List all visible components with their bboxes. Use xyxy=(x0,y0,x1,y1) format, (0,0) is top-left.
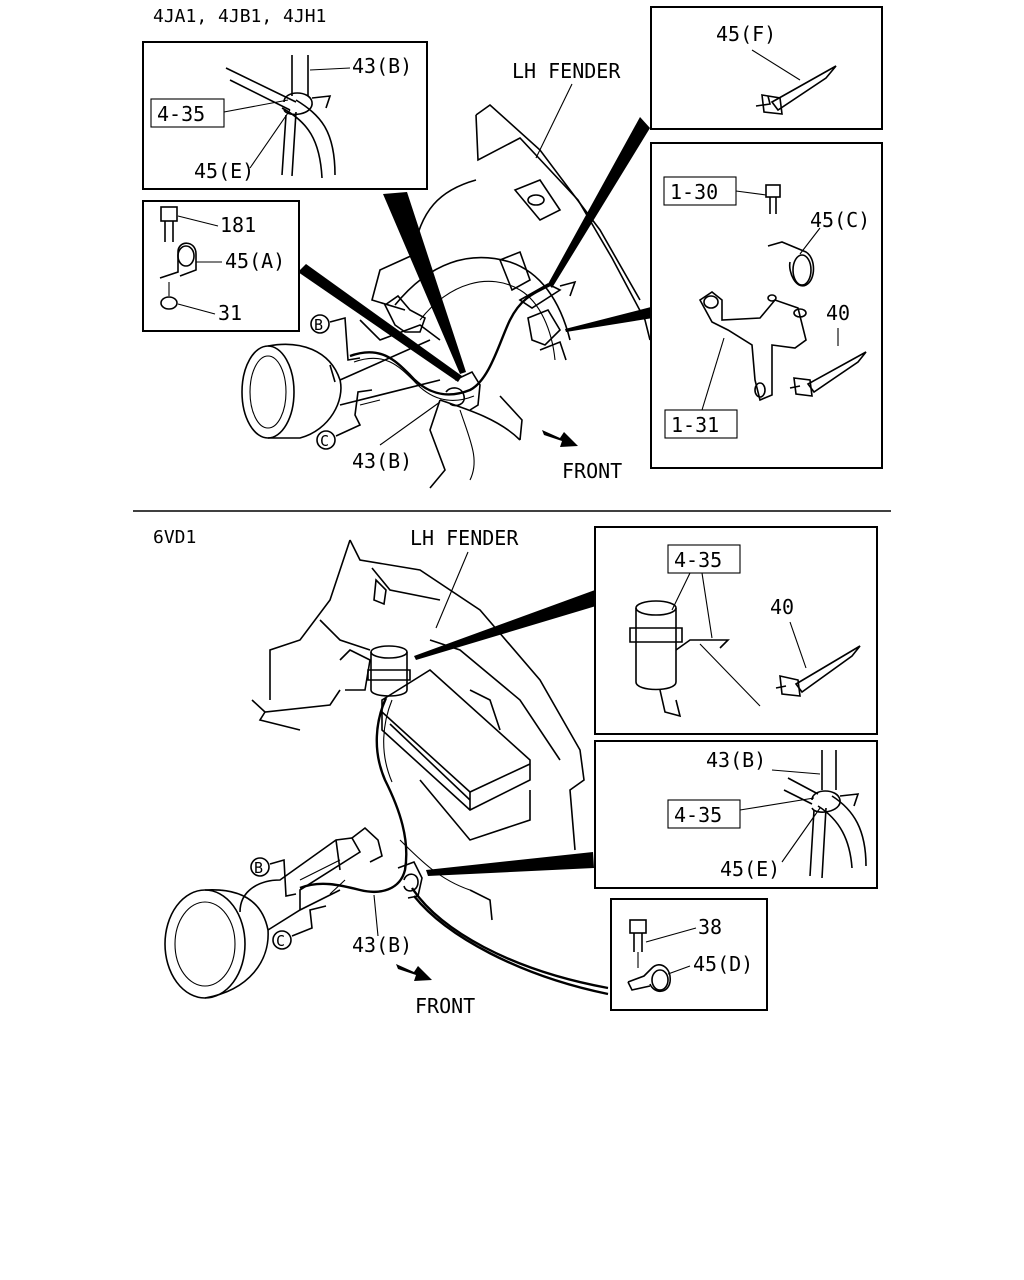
bolt-icon xyxy=(160,206,178,242)
fender-label: LH FENDER xyxy=(512,59,621,83)
mark-b: B xyxy=(254,859,263,877)
callout-45a: 45(A) xyxy=(225,249,285,273)
ray-clip-detail xyxy=(383,192,466,374)
clamp-icon xyxy=(159,242,197,279)
ref-box-1-30: 1-30 xyxy=(670,180,718,204)
front-label: FRONT xyxy=(562,459,622,483)
engine-label: 4JA1, 4JB1, 4JH1 xyxy=(153,6,326,27)
front-label: FRONT xyxy=(415,994,475,1018)
inset-tank-detail: 4-35 40 xyxy=(594,526,878,735)
main-callout-43b: 43(B) xyxy=(352,449,412,473)
callout-43b-top: 43(B) xyxy=(352,54,412,78)
mark-c: C xyxy=(276,932,285,950)
clamp-icon xyxy=(627,964,671,993)
section-bottom: 6VD1 xyxy=(153,526,878,1018)
washer-tank-icon xyxy=(367,645,411,697)
inset-clip-f: 45(F) xyxy=(650,6,883,130)
engine-bay-sketch: B C 43(B) LH FENDER FRONT xyxy=(164,526,609,1018)
leader-rays xyxy=(298,117,653,382)
ray-clip-f xyxy=(548,117,650,288)
callout-45e: 45(E) xyxy=(720,857,780,881)
main-callout-43b: 43(B) xyxy=(352,933,412,957)
mark-b: B xyxy=(314,316,323,334)
callout-45d: 45(D) xyxy=(693,952,753,976)
front-arrow-icon xyxy=(542,430,578,447)
callout-45c: 45(C) xyxy=(810,208,870,232)
callout-45e: 45(E) xyxy=(194,159,254,183)
inset-bolt-detail-38: 38 45(D) xyxy=(610,898,768,1011)
inset-clip-detail: 4-35 43(B) 45(E) xyxy=(142,41,428,190)
leader-rays xyxy=(414,590,596,876)
mark-c: C xyxy=(320,432,329,450)
push-clip-icon xyxy=(775,645,861,697)
ray-clip-detail xyxy=(426,852,594,876)
engine-label-6vd1: 6VD1 xyxy=(153,527,196,548)
leader-curve-bolt xyxy=(411,887,609,990)
ray-tank-detail xyxy=(414,590,596,660)
callout-38: 38 xyxy=(698,915,722,939)
callout-43b-top: 43(B) xyxy=(706,748,766,772)
inset-bracket-detail: 1-30 45(C) 40 xyxy=(650,142,883,469)
ref-box-4-35: 4-35 xyxy=(157,102,205,126)
ray-bolt-detail xyxy=(298,264,462,382)
callout-181: 181 xyxy=(220,213,256,237)
ref-box-4-35: 4-35 xyxy=(674,548,722,572)
ray-bracket-detail xyxy=(565,307,653,332)
front-arrow-icon xyxy=(396,964,432,981)
fender-label: LH FENDER xyxy=(410,526,519,550)
inset-clip-detail: 4-35 43(B) 45(E) xyxy=(594,740,878,889)
callout-40: 40 xyxy=(826,301,850,325)
engine-bay-sketch: B C 43(B) LH FENDER FRONT xyxy=(241,59,651,489)
inset-bolt-detail: 181 45(A) 31 xyxy=(142,200,300,332)
bolt-icon xyxy=(765,184,781,214)
callout-40: 40 xyxy=(770,595,794,619)
clamp-icon xyxy=(767,241,815,287)
bolt-icon xyxy=(629,919,647,952)
push-clip-icon xyxy=(755,65,837,115)
ref-box-4-35-b: 4-35 xyxy=(674,803,722,827)
push-clip-icon xyxy=(789,351,867,397)
ref-box-1-31: 1-31 xyxy=(671,413,719,437)
callout-45f: 45(F) xyxy=(716,22,776,46)
callout-31: 31 xyxy=(218,301,242,325)
washer-tank-icon xyxy=(629,600,730,718)
section-top: 4JA1, 4JB1, 4JH1 xyxy=(142,6,883,489)
